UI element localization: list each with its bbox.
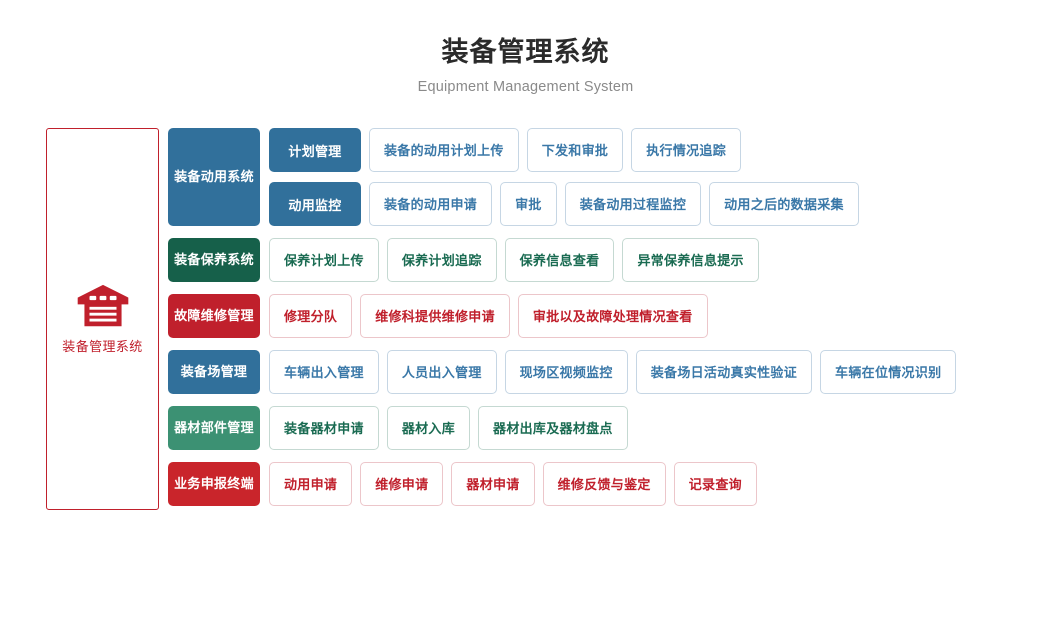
- function-node[interactable]: 修理分队: [269, 294, 353, 338]
- category-block[interactable]: 器材部件管理: [168, 406, 260, 450]
- subcategory-block[interactable]: 动用监控: [269, 182, 361, 226]
- function-node[interactable]: 保养计划追踪: [386, 238, 497, 282]
- function-node[interactable]: 下发和审批: [526, 128, 624, 172]
- category-block[interactable]: 装备场管理: [168, 350, 260, 394]
- function-node[interactable]: 记录查询: [673, 462, 757, 506]
- category-row: 器材部件管理装备器材申请器材入库器材出库及器材盘点: [168, 406, 1051, 450]
- function-node[interactable]: 保养信息查看: [504, 238, 615, 282]
- function-node[interactable]: 审批: [500, 182, 557, 226]
- subrow-group: 修理分队维修科提供维修申请审批以及故障处理情况查看: [269, 294, 708, 338]
- subrow-group: 保养计划上传保养计划追踪保养信息查看异常保养信息提示: [269, 238, 759, 282]
- subrow: 车辆出入管理人员出入管理现场区视频监控装备场日活动真实性验证车辆在位情况识别: [269, 350, 957, 394]
- function-node[interactable]: 装备动用过程监控: [564, 182, 702, 226]
- subrow-group: 动用申请维修申请器材申请维修反馈与鉴定记录查询: [269, 462, 757, 506]
- subcategory-block[interactable]: 计划管理: [269, 128, 361, 172]
- category-row: 装备场管理车辆出入管理人员出入管理现场区视频监控装备场日活动真实性验证车辆在位情…: [168, 350, 1051, 394]
- category-row: 装备动用系统计划管理装备的动用计划上传下发和审批执行情况追踪动用监控装备的动用申…: [168, 128, 1051, 226]
- function-node[interactable]: 器材出库及器材盘点: [478, 406, 628, 450]
- root-system-label: 装备管理系统: [62, 338, 143, 354]
- subrow: 动用监控装备的动用申请审批装备动用过程监控动用之后的数据采集: [269, 182, 859, 226]
- subrow: 修理分队维修科提供维修申请审批以及故障处理情况查看: [269, 294, 708, 338]
- category-block[interactable]: 装备动用系统: [168, 128, 260, 226]
- category-row: 故障维修管理修理分队维修科提供维修申请审批以及故障处理情况查看: [168, 294, 1051, 338]
- function-node[interactable]: 装备器材申请: [269, 406, 379, 450]
- function-node[interactable]: 维修科提供维修申请: [360, 294, 510, 338]
- subrow-group: 车辆出入管理人员出入管理现场区视频监控装备场日活动真实性验证车辆在位情况识别: [269, 350, 957, 394]
- function-node[interactable]: 装备场日活动真实性验证: [635, 350, 813, 394]
- diagram-body: 装备管理系统 装备动用系统计划管理装备的动用计划上传下发和审批执行情况追踪动用监…: [0, 128, 1051, 510]
- subrow-group: 计划管理装备的动用计划上传下发和审批执行情况追踪动用监控装备的动用申请审批装备动…: [269, 128, 859, 226]
- subrow: 计划管理装备的动用计划上传下发和审批执行情况追踪: [269, 128, 859, 172]
- page-subtitle: Equipment Management System: [417, 78, 634, 95]
- subrow: 装备器材申请器材入库器材出库及器材盘点: [269, 406, 628, 450]
- root-system-panel[interactable]: 装备管理系统: [46, 128, 159, 510]
- function-node[interactable]: 异常保养信息提示: [622, 238, 759, 282]
- function-node[interactable]: 器材入库: [386, 406, 471, 450]
- category-row: 装备保养系统保养计划上传保养计划追踪保养信息查看异常保养信息提示: [168, 238, 1051, 282]
- function-node[interactable]: 审批以及故障处理情况查看: [517, 294, 708, 338]
- subrow-group: 装备器材申请器材入库器材出库及器材盘点: [269, 406, 628, 450]
- function-node[interactable]: 维修反馈与鉴定: [542, 462, 666, 506]
- category-block[interactable]: 故障维修管理: [168, 294, 260, 338]
- function-node[interactable]: 车辆出入管理: [269, 350, 379, 394]
- function-node[interactable]: 装备的动用计划上传: [369, 128, 519, 172]
- subrow: 保养计划上传保养计划追踪保养信息查看异常保养信息提示: [269, 238, 759, 282]
- function-node[interactable]: 动用申请: [269, 462, 353, 506]
- function-node[interactable]: 现场区视频监控: [504, 350, 628, 394]
- function-node[interactable]: 动用之后的数据采集: [709, 182, 859, 226]
- page-header: 装备管理系统 Equipment Management System: [0, 0, 1051, 95]
- function-node[interactable]: 车辆在位情况识别: [820, 350, 957, 394]
- category-block[interactable]: 装备保养系统: [168, 238, 260, 282]
- function-node[interactable]: 保养计划上传: [269, 238, 379, 282]
- subrow: 动用申请维修申请器材申请维修反馈与鉴定记录查询: [269, 462, 757, 506]
- function-node[interactable]: 维修申请: [360, 462, 444, 506]
- category-rows: 装备动用系统计划管理装备的动用计划上传下发和审批执行情况追踪动用监控装备的动用申…: [168, 128, 1051, 506]
- warehouse-icon: [77, 284, 128, 326]
- page-title: 装备管理系统: [441, 37, 610, 67]
- category-block[interactable]: 业务申报终端: [168, 462, 260, 506]
- category-row: 业务申报终端动用申请维修申请器材申请维修反馈与鉴定记录查询: [168, 462, 1051, 506]
- function-node[interactable]: 器材申请: [451, 462, 535, 506]
- function-node[interactable]: 装备的动用申请: [369, 182, 493, 226]
- function-node[interactable]: 人员出入管理: [386, 350, 497, 394]
- function-node[interactable]: 执行情况追踪: [631, 128, 742, 172]
